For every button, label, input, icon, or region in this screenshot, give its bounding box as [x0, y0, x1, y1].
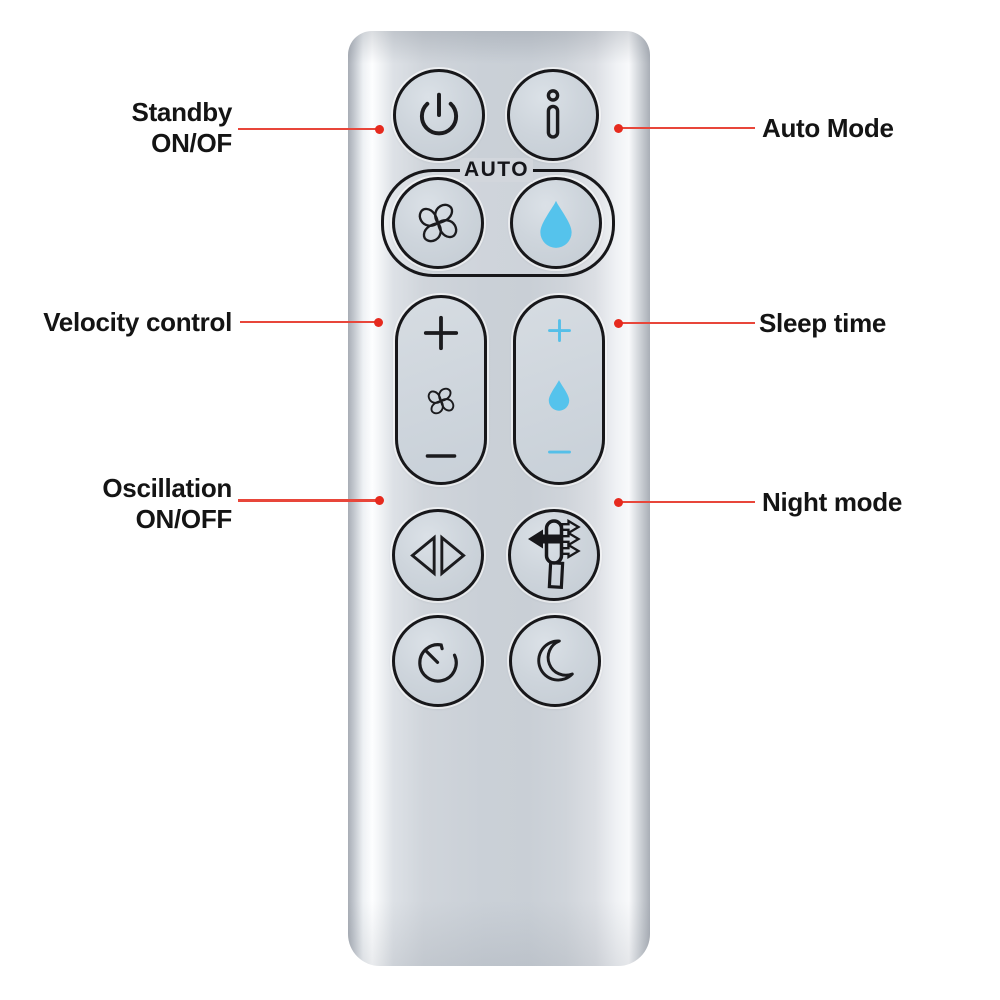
auto-fan-button[interactable]: [392, 177, 484, 269]
minus-icon: [425, 454, 457, 458]
callout-standby-line2: ON/OF: [151, 128, 232, 158]
standby-button[interactable]: [393, 69, 485, 161]
airflow-direction-icon: [528, 519, 581, 589]
power-icon: [419, 92, 459, 136]
callout-standby-connector: [238, 127, 376, 130]
callout-sleep-connector: [621, 321, 755, 324]
plus-icon: [423, 315, 459, 351]
callout-night-mode-dot: [613, 497, 623, 507]
night-mode-button[interactable]: [509, 615, 601, 707]
callout-oscillation-line2: ON/OFF: [135, 504, 233, 534]
auto-group-label: AUTO: [459, 158, 534, 182]
auto-mode-button[interactable]: [507, 69, 599, 161]
oscillation-button[interactable]: [392, 509, 484, 601]
info-icon: [546, 89, 560, 139]
callout-sleep-label: Sleep time: [759, 308, 887, 338]
moon-icon: [537, 639, 574, 682]
callout-velocity-dot: [373, 317, 383, 327]
callout-oscillation-label: Oscillation ON/OFF: [102, 473, 232, 535]
fan-icon: [418, 203, 458, 243]
callout-standby-label: Standby ON/OF: [131, 97, 233, 159]
callout-sleep-dot: [613, 318, 623, 328]
callout-auto-mode-label: Auto Mode: [762, 113, 894, 143]
timer-icon: [418, 643, 458, 683]
callout-standby-line1: Standby: [131, 97, 233, 127]
timer-button[interactable]: [392, 615, 484, 707]
callout-auto-mode-connector: [621, 126, 755, 129]
oscillation-arrows-icon: [410, 534, 466, 576]
callout-oscillation-connector: [238, 499, 377, 502]
callout-night-mode-label: Night mode: [762, 487, 902, 517]
callout-oscillation-line1: Oscillation: [102, 473, 232, 503]
callout-auto-mode-dot: [613, 123, 623, 133]
sleep-time-group[interactable]: [513, 295, 605, 485]
airflow-direction-button[interactable]: [508, 509, 600, 601]
auto-humidity-button[interactable]: [510, 177, 602, 269]
auto-group: AUTO: [381, 158, 615, 277]
callout-velocity-label: Velocity control: [43, 307, 232, 337]
callout-oscillation-dot: [374, 496, 384, 505]
minus-icon: [547, 450, 571, 454]
fan-icon: [427, 387, 455, 415]
water-drop-icon: [540, 200, 572, 248]
callout-standby-dot: [374, 124, 384, 134]
velocity-control-group[interactable]: [395, 295, 487, 485]
callout-velocity-connector: [240, 320, 376, 323]
callout-night-mode-connector: [621, 500, 755, 503]
plus-icon: [547, 319, 571, 342]
remote-body: AUTO: [348, 31, 650, 966]
water-drop-icon: [548, 380, 570, 411]
